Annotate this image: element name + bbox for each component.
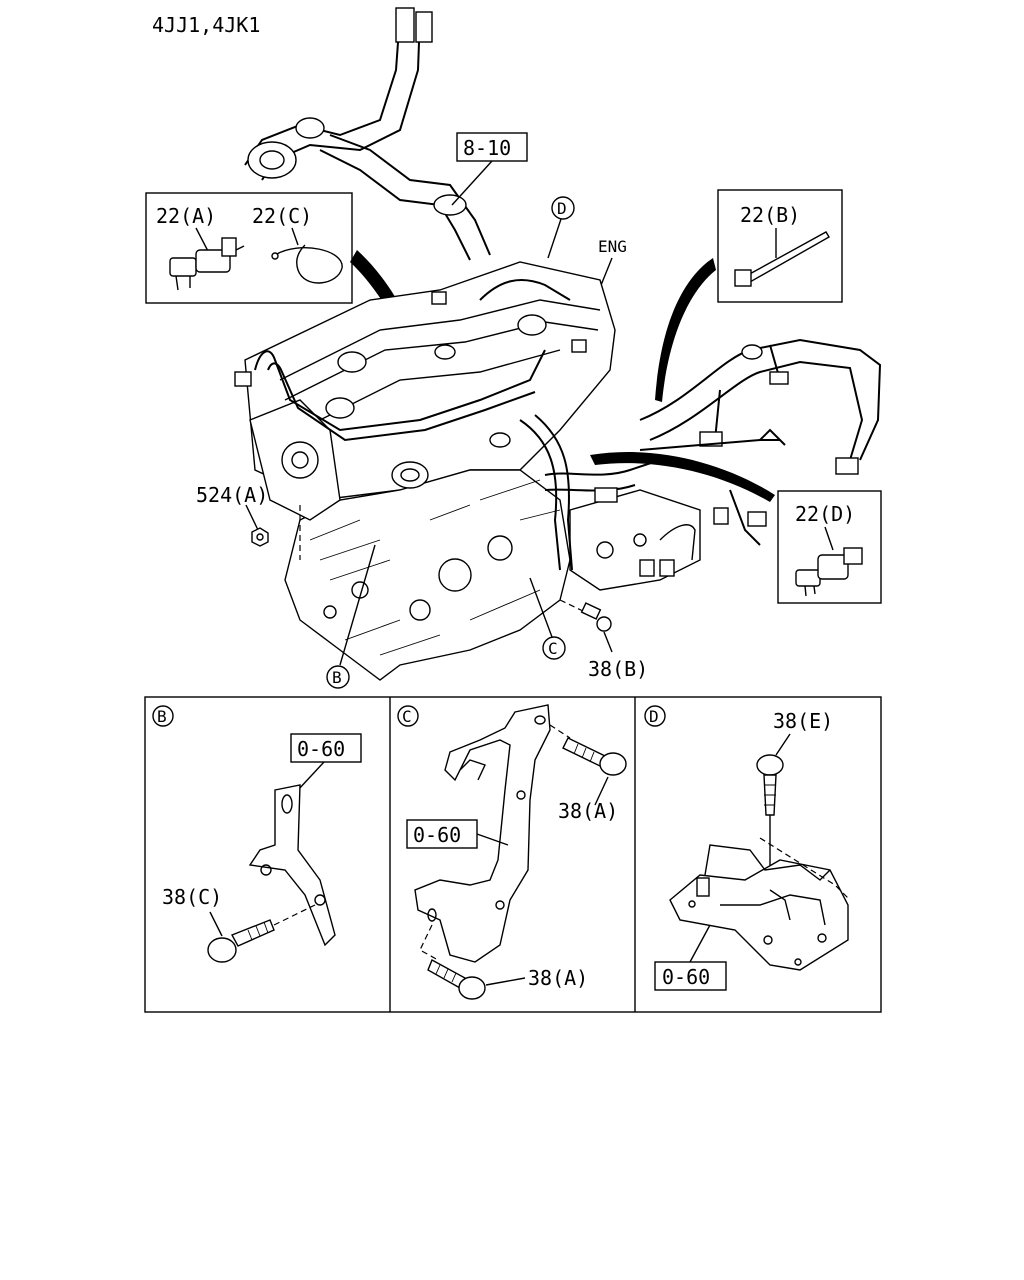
svg-text:8-10: 8-10 xyxy=(463,136,511,160)
clip-22d-icon xyxy=(795,526,863,597)
detail-box-22b: 22(B) xyxy=(717,189,843,303)
callout-b-engine: B xyxy=(326,544,376,689)
svg-text:524(A): 524(A) xyxy=(196,483,268,507)
engine-block xyxy=(234,261,701,681)
svg-text:22(D): 22(D) xyxy=(795,502,855,526)
svg-text:0-60: 0-60 xyxy=(297,737,345,761)
svg-text:0-60: 0-60 xyxy=(413,823,461,847)
svg-text:38(E): 38(E) xyxy=(773,709,833,733)
upper-harness-hose xyxy=(244,7,491,261)
clip-22a-icon xyxy=(169,227,245,291)
svg-text:38(C): 38(C) xyxy=(162,885,222,909)
bolt-38a-bottom-icon xyxy=(419,924,526,1000)
bracket-d-icon xyxy=(669,837,851,971)
svg-text:22(A): 22(A) xyxy=(156,204,216,228)
svg-text:D: D xyxy=(649,707,659,726)
ref-8-10: 8-10 xyxy=(451,132,528,206)
detail-box-22a-22c: 22(A) 22(C) xyxy=(145,192,353,304)
svg-text:38(A): 38(A) xyxy=(558,799,618,823)
svg-text:22(C): 22(C) xyxy=(252,204,312,228)
svg-text:C: C xyxy=(548,639,558,658)
svg-text:ENG: ENG xyxy=(598,237,627,256)
callout-d-top: D xyxy=(547,196,575,259)
panel-b: B 0-60 38(C) xyxy=(152,705,362,963)
bolt-38a-top-icon xyxy=(549,724,627,806)
svg-text:38(B): 38(B) xyxy=(588,657,648,681)
right-harness xyxy=(639,338,882,546)
panel-c: C 38(A) 0-60 38(A) xyxy=(397,704,627,1000)
detail-box-22d: 22(D) xyxy=(777,490,882,604)
model-title: 4JJ1,4JK1 xyxy=(152,13,260,37)
pointer-22b xyxy=(655,258,716,402)
svg-text:B: B xyxy=(157,707,167,726)
svg-text:B: B xyxy=(332,668,342,687)
pointer-22d xyxy=(590,451,775,502)
bracket-c-icon xyxy=(414,704,551,963)
bolt-38e-icon xyxy=(756,754,784,935)
svg-text:C: C xyxy=(402,707,412,726)
panel-d: D 38(E) 0-60 xyxy=(644,705,851,991)
part-38b: 38(B) xyxy=(559,599,648,681)
bolt-38c-icon xyxy=(207,904,316,963)
cable-tie-22b-icon xyxy=(734,228,830,287)
svg-text:22(B): 22(B) xyxy=(740,203,800,227)
callout-c-engine: C xyxy=(529,577,566,660)
svg-text:0-60: 0-60 xyxy=(662,965,710,989)
svg-text:38(A): 38(A) xyxy=(528,966,588,990)
clip-22c-icon xyxy=(271,227,343,284)
svg-text:D: D xyxy=(557,199,567,218)
part-524a: 524(A) xyxy=(196,483,301,560)
